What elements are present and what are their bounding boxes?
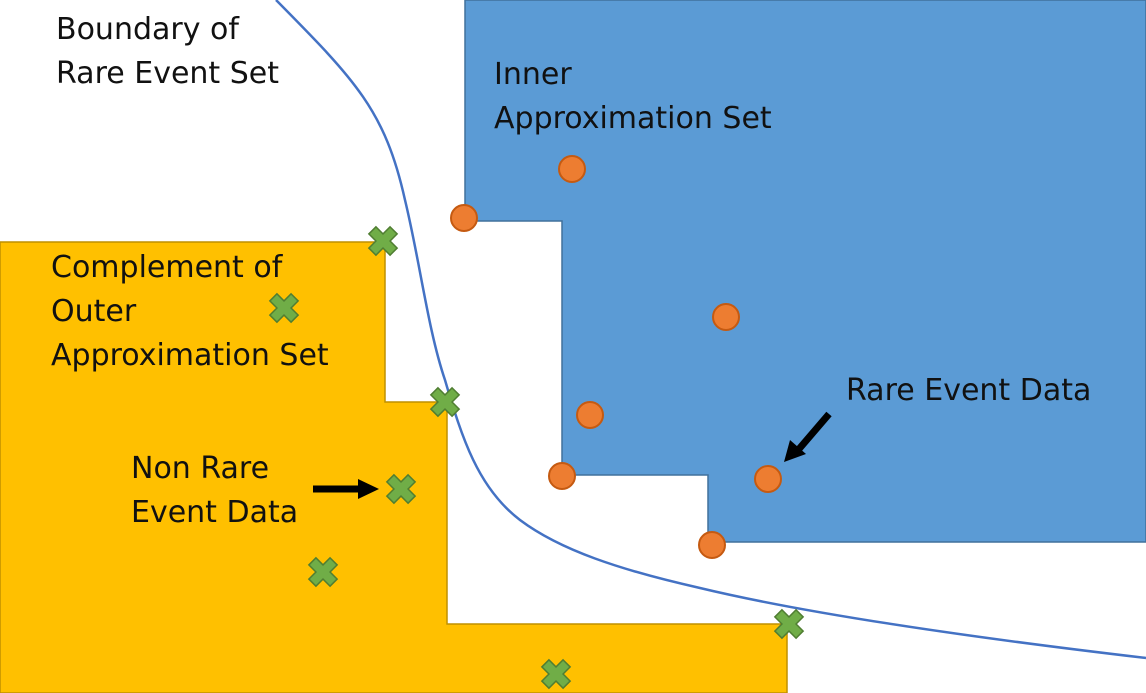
non-rare-data-label: Non Rare Event Data: [131, 447, 298, 535]
non-rare-data-label-line-1: Non Rare: [131, 451, 270, 486]
complement-label: Complement of Outer Approximation Set: [51, 246, 329, 378]
inner-label-line-2: Approximation Set: [494, 101, 772, 136]
non-rare-event-point: [540, 658, 572, 690]
non-rare-event-point: [268, 292, 300, 324]
complement-label-line-2: Outer: [51, 294, 137, 329]
rare-event-boundary-curve: [275, 0, 1146, 660]
boundary-label: Boundary of Rare Event Set: [56, 8, 279, 96]
inner-label-line-1: Inner: [494, 57, 572, 92]
complement-label-line-3: Approximation Set: [51, 338, 329, 373]
rare-event-point: [576, 401, 604, 429]
rare-event-points: [450, 155, 782, 559]
non-rare-data-arrow: [313, 479, 379, 499]
non-rare-event-point: [429, 386, 461, 418]
inner-approximation-region: [464, 0, 1146, 543]
non-rare-event-point: [385, 473, 417, 505]
rare-event-point: [698, 531, 726, 559]
non-rare-event-points: [268, 225, 805, 690]
outer-approximation-complement-region: [0, 241, 788, 693]
boundary-label-line-2: Rare Event Set: [56, 56, 279, 91]
non-rare-event-point: [307, 556, 339, 588]
rare-data-arrow: [784, 411, 832, 462]
non-rare-data-label-line-2: Event Data: [131, 495, 299, 530]
rare-event-point: [754, 465, 782, 493]
rare-event-point: [558, 155, 586, 183]
boundary-label-line-1: Boundary of: [56, 12, 239, 47]
rare-event-point: [712, 303, 740, 331]
rare-event-point: [450, 204, 478, 232]
non-rare-event-point: [773, 608, 805, 640]
rare-event-point: [548, 462, 576, 490]
rare-data-label: Rare Event Data: [846, 373, 1092, 408]
inner-label: Inner Approximation Set: [494, 53, 772, 141]
complement-label-line-1: Complement of: [51, 250, 283, 285]
non-rare-event-point: [367, 225, 399, 257]
